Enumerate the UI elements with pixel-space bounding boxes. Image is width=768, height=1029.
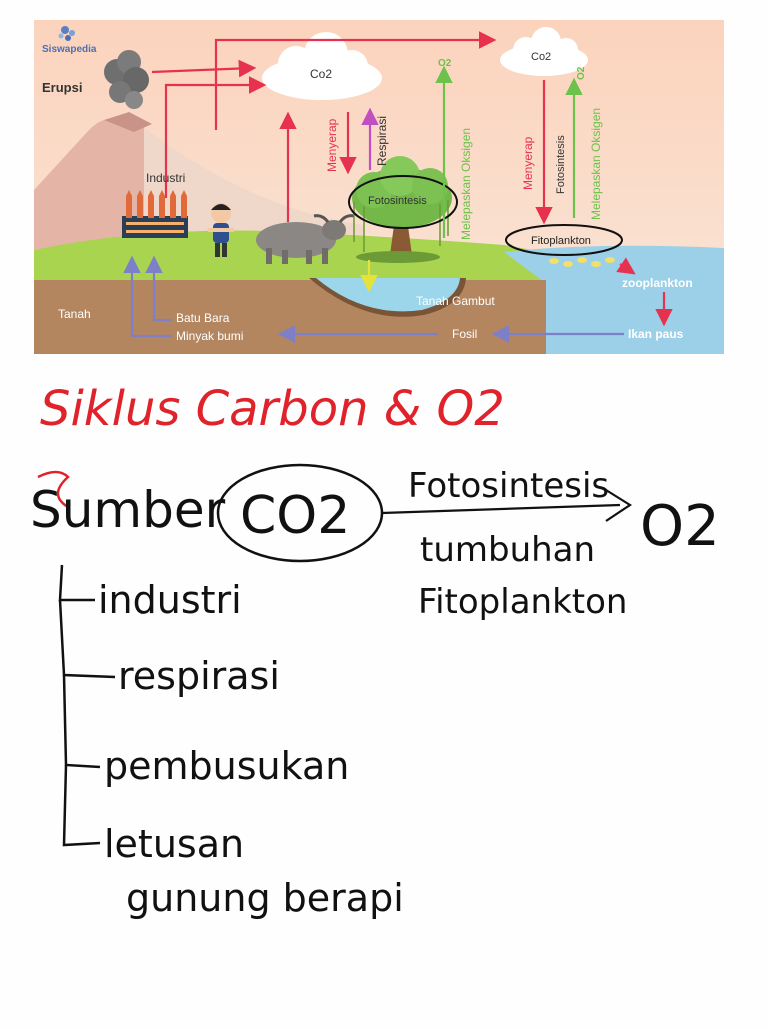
volcano-smoke [104, 50, 149, 109]
sea [504, 245, 724, 354]
co2-cloud-left [262, 32, 382, 100]
carbon-cycle-diagram: Siswapedia Erupsi Industri Co2 Co2 O2 O2… [34, 20, 724, 354]
minyak-bumi-label: Minyak bumi [176, 329, 243, 343]
green-arrows [435, 65, 583, 238]
o2-left-label: O2 [438, 58, 452, 69]
tree-circle-annotation [348, 175, 458, 229]
peat-water [316, 278, 460, 312]
notes-title: Siklus Carbon & O2 [40, 381, 505, 437]
menyerap-right-label: Menyerap [521, 136, 535, 190]
fitoplankton-label: Fitoplankton [531, 235, 591, 247]
tanah-gambut-label: Tanah Gambut [416, 294, 495, 308]
fitoplankton-note: Fitoplankton [418, 582, 627, 622]
branch-lines [58, 564, 116, 847]
soil [34, 280, 546, 354]
siswapedia-logo-icon [58, 26, 75, 41]
brand-label: Siswapedia [42, 44, 97, 55]
fitoplankton-circle-annotation [505, 224, 623, 256]
to-o2-arrow [381, 503, 621, 515]
person [208, 203, 234, 257]
tree [352, 156, 452, 263]
co2-cloud-right [500, 27, 588, 76]
melepaskan-right-label: Melepaskan Oksigen [589, 108, 603, 220]
menyerap-left-label: Menyerap [325, 118, 339, 172]
tanah-label: Tanah [58, 307, 91, 321]
red-scribble [37, 470, 70, 509]
tumbuhan-note: tumbuhan [420, 530, 595, 570]
o2-right-label: O2 [576, 66, 587, 80]
handwritten-notes: Siklus Carbon & O2 Sumber CO2 Fotosintes… [0, 355, 768, 1024]
buffalo [256, 214, 355, 264]
co2-right-label: Co2 [531, 51, 551, 63]
sumber-label: Sumber [30, 481, 226, 539]
fotosintesis-right-label: Fotosintesis [555, 135, 567, 194]
erupsi-label: Erupsi [42, 80, 82, 95]
ikan-paus-label: Ikan paus [628, 327, 684, 341]
co2-label: CO2 [240, 486, 350, 546]
red-arrows [151, 31, 673, 327]
factory [122, 190, 188, 238]
item-letusan: letusan [104, 822, 244, 866]
industri-label: Industri [146, 171, 185, 185]
fotosintesis-note: Fotosintesis [408, 466, 609, 506]
zooplankton-label: zooplankton [622, 276, 693, 290]
fotosintesis-tree-label: Fotosintesis [368, 195, 427, 207]
plankton [549, 257, 615, 267]
respirasi-label: Respirasi [375, 116, 389, 166]
melepaskan-left-label: Melepaskan Oksigen [459, 128, 473, 240]
blue-arrows [123, 255, 624, 343]
batu-bara-label: Batu Bara [176, 311, 230, 325]
item-respirasi: respirasi [118, 654, 280, 698]
o2-note: O2 [640, 494, 720, 559]
fosil-label: Fosil [452, 327, 477, 341]
co2-left-label: Co2 [310, 67, 332, 81]
item-gunung-berapi: gunung berapi [126, 876, 404, 920]
item-industri: industri [98, 578, 242, 622]
item-pembusukan: pembusukan [104, 744, 349, 788]
